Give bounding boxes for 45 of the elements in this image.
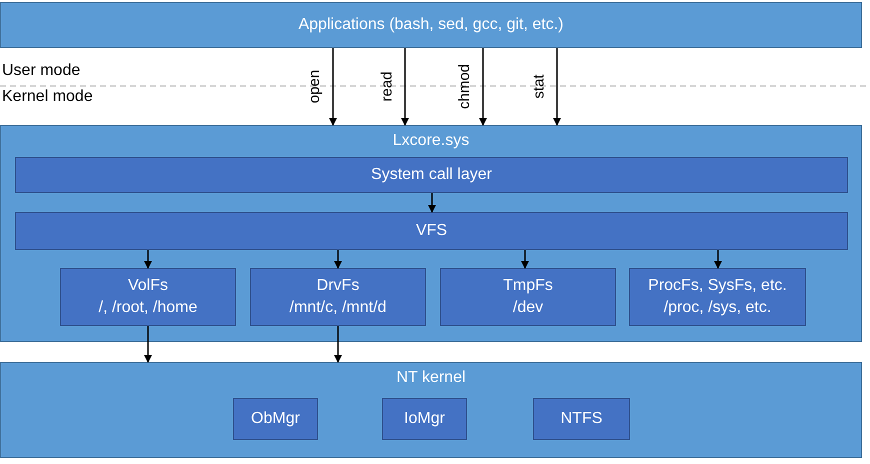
component-title: System call layer [371, 165, 492, 185]
component-box [15, 212, 848, 250]
component-title: VolFs [128, 276, 168, 296]
edge-label: open [306, 70, 324, 104]
mode-label: User mode [2, 62, 80, 80]
arrow [144, 250, 152, 269]
component-title: IoMgr [404, 409, 445, 429]
arrow [401, 48, 409, 126]
component-title: TmpFs [503, 276, 553, 296]
arrow [479, 48, 487, 126]
layer-panel [0, 2, 862, 48]
component-box [250, 268, 426, 326]
arrow [714, 250, 722, 269]
arrow [329, 48, 337, 126]
path-text: /proc, /sys, etc. [664, 298, 772, 318]
component-box [440, 268, 616, 326]
edge-label: read [378, 71, 396, 102]
path-text: /dev [512, 298, 544, 318]
component-box [15, 157, 848, 193]
arrow [144, 326, 152, 363]
arrow [334, 326, 342, 363]
edge-label: chmod [456, 64, 474, 110]
layer-panel [0, 362, 862, 458]
component-box [233, 398, 318, 440]
component-title: VFS [416, 221, 448, 241]
component-box [60, 268, 236, 326]
component-title: ObMgr [251, 409, 300, 429]
path-text: /mnt/c, /mnt/d [290, 298, 386, 318]
mode-label: Kernel mode [2, 88, 93, 106]
component-title: ProcFs, SysFs, etc. [648, 276, 787, 296]
component-box [533, 398, 630, 440]
edge-label: stat [530, 74, 548, 99]
component-box [629, 268, 806, 326]
component-title: DrvFs [316, 276, 360, 296]
component-title: Lxcore.sys [392, 131, 470, 151]
arrow [553, 48, 561, 126]
component-title: NTFS [560, 409, 602, 429]
arrow [428, 193, 436, 213]
arrow [334, 250, 342, 269]
layer-panel [0, 125, 862, 342]
path-text: /, /root, /home [98, 298, 198, 318]
component-title: Applications (bash, sed, gcc, git, etc.) [298, 15, 564, 35]
component-box [382, 398, 467, 440]
component-title: NT kernel [396, 368, 466, 388]
arrow [521, 250, 529, 269]
